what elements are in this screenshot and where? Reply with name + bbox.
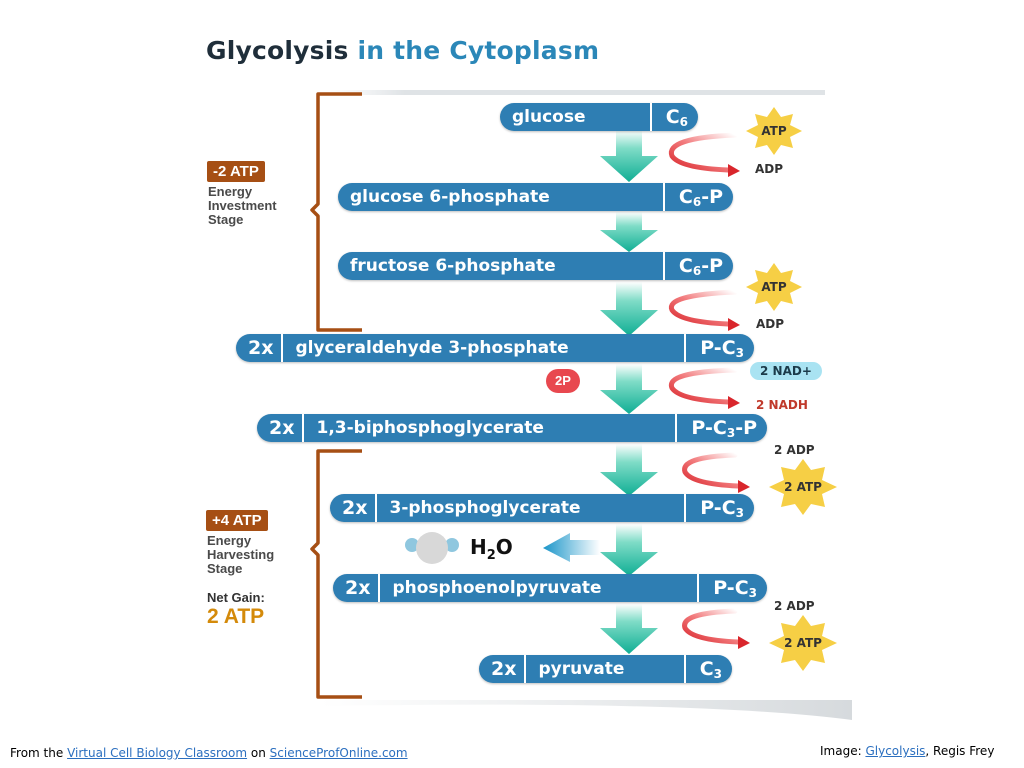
footer-right-prefix: Image:: [820, 744, 866, 758]
molecule-name: phosphoenolpyruvate: [392, 578, 602, 598]
bottom-divider: [320, 700, 852, 720]
adp-in-3-label: 2 ADP: [774, 443, 815, 457]
molecule-name: 3-phosphoglycerate: [389, 498, 581, 518]
water-main: H: [470, 535, 487, 559]
nadh-label: 2 NADH: [756, 398, 808, 412]
formula-main: P-C: [713, 577, 749, 599]
formula-main: C: [678, 186, 693, 208]
harvesting-label-line2: Harvesting: [207, 547, 275, 562]
adp-out-1-label: ADP: [755, 162, 784, 176]
molecule-name: 1,3-biphosphoglycerate: [316, 418, 544, 438]
nad-label: 2 NAD+: [750, 362, 822, 380]
formula-main: P-C: [700, 337, 736, 359]
page-title: Glycolysis in the Cytoplasm: [206, 36, 599, 65]
formula-main: C: [665, 106, 680, 128]
harvesting-label-line3: Stage: [207, 561, 243, 576]
atp-in-2-label: ATP: [761, 280, 787, 294]
formula-tail: -P: [735, 417, 757, 439]
cofactor-curves: [668, 132, 741, 645]
molecule-1-3-biphosphoglycerate: 2x 1,3-biphosphoglycerate P-C3-P: [257, 414, 767, 442]
footer-right-suffix: , Regis Frey: [925, 744, 995, 758]
molecule-glucose-6-phosphate: glucose 6-phosphate C6-P: [338, 183, 733, 211]
investment-label-line2: Investment: [208, 198, 277, 213]
investment-label-line3: Stage: [208, 212, 244, 227]
investment-badge: -2 ATP: [207, 161, 265, 182]
molecule-glyceraldehyde-3-phosphate: 2x glyceraldehyde 3-phosphate P-C3: [236, 334, 754, 362]
investment-label-line1: Energy: [208, 184, 253, 199]
footer-credit-right: Image: Glycolysis, Regis Frey: [820, 744, 994, 758]
formula-main: C: [699, 658, 714, 680]
formula-tail: -P: [701, 186, 723, 208]
virtual-cell-link[interactable]: Virtual Cell Biology Classroom: [67, 746, 248, 760]
water-tail: O: [495, 535, 513, 559]
phosphate-badge: 2P: [546, 369, 580, 393]
harvesting-label: Energy Harvesting Stage: [207, 534, 274, 576]
molecule-multiplier: 2x: [330, 494, 378, 522]
water-sub: 2: [486, 548, 496, 563]
top-divider: [330, 90, 825, 95]
atp-in-1-label: ATP: [761, 124, 787, 138]
molecule-formula: P-C3: [697, 574, 767, 602]
adp-in-4-label: 2 ADP: [774, 599, 815, 613]
molecule-name: glucose: [512, 107, 586, 127]
formula-sub: 3: [713, 667, 722, 681]
molecule-name: glyceraldehyde 3-phosphate: [295, 338, 569, 358]
net-gain-value: 2 ATP: [207, 605, 265, 628]
water-molecule-icon: [405, 532, 459, 564]
molecule-glucose: glucose C6: [500, 103, 698, 131]
molecule-formula: P-C3: [684, 334, 754, 362]
formula-sub: 3: [735, 346, 744, 360]
title-part1: Glycolysis: [206, 36, 349, 65]
formula-sub: 3: [735, 506, 744, 520]
molecule-formula: C3: [683, 655, 732, 683]
formula-main: P-C: [691, 417, 727, 439]
atp-stars: [746, 107, 837, 671]
molecule-fructose-6-phosphate: fructose 6-phosphate C6-P: [338, 252, 733, 280]
molecule-name: fructose 6-phosphate: [350, 256, 556, 276]
atp-out-3-label: 2 ATP: [784, 480, 822, 494]
molecule-pyruvate: 2x pyruvate C3: [479, 655, 732, 683]
molecule-3-phosphoglycerate: 2x 3-phosphoglycerate P-C3: [330, 494, 754, 522]
footer-left-prefix: From the: [10, 746, 68, 760]
investment-label: Energy Investment Stage: [208, 185, 277, 227]
molecule-name: glucose 6-phosphate: [350, 187, 550, 207]
molecule-multiplier: 2x: [333, 574, 381, 602]
net-gain-label: Net Gain:: [207, 590, 265, 605]
molecule-formula: P-C3-P: [675, 414, 767, 442]
formula-main: C: [678, 255, 693, 277]
molecule-formula: P-C3: [684, 494, 754, 522]
footer-credit-left: From the Virtual Cell Biology Classroom …: [10, 746, 408, 760]
investment-bracket: [310, 92, 362, 332]
water-release-arrow: [543, 533, 600, 562]
formula-sub: 6: [679, 115, 688, 129]
water-label: H2O: [470, 535, 513, 563]
reaction-arrows: [600, 130, 658, 654]
formula-sub: 6: [692, 195, 702, 209]
formula-tail: -P: [701, 255, 723, 277]
molecule-formula: C6: [649, 103, 698, 131]
molecule-formula: C6-P: [662, 183, 733, 211]
molecule-multiplier: 2x: [236, 334, 284, 362]
molecule-formula: C6-P: [662, 252, 733, 280]
molecule-multiplier: 2x: [257, 414, 305, 442]
formula-sub: 3: [726, 426, 736, 440]
footer-left-mid: on: [247, 746, 270, 760]
harvesting-label-line1: Energy: [207, 533, 252, 548]
harvesting-bracket: [310, 449, 362, 699]
adp-out-2-label: ADP: [756, 317, 785, 331]
cofactor-curve-heads: [728, 164, 750, 649]
formula-sub: 6: [692, 264, 702, 278]
harvesting-badge: +4 ATP: [206, 510, 268, 531]
molecule-multiplier: 2x: [479, 655, 527, 683]
scienceprof-link[interactable]: ScienceProfOnline.com: [269, 746, 408, 760]
molecule-name: pyruvate: [538, 659, 625, 679]
formula-sub: 3: [748, 586, 757, 600]
title-part2: in the Cytoplasm: [357, 36, 600, 65]
atp-out-4-label: 2 ATP: [784, 636, 822, 650]
glycolysis-link[interactable]: Glycolysis: [865, 744, 926, 758]
molecule-phosphoenolpyruvate: 2x phosphoenolpyruvate P-C3: [333, 574, 767, 602]
formula-main: P-C: [700, 497, 736, 519]
